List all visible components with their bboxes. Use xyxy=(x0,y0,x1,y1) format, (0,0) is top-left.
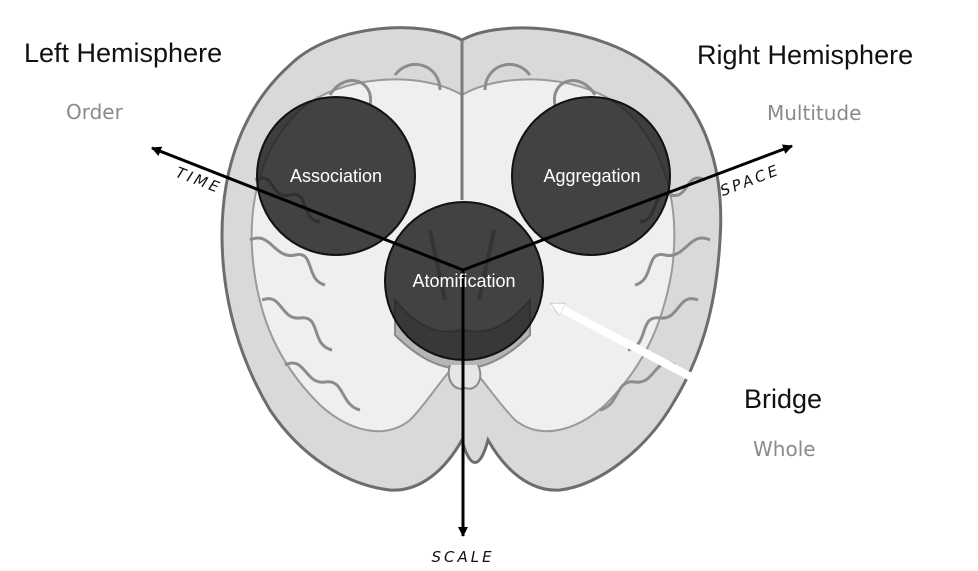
time-axis-label: TIME xyxy=(173,163,224,197)
atomification-label: Atomification xyxy=(412,271,515,291)
right-hemisphere-subtitle: Multitude xyxy=(767,101,861,125)
left-hemisphere-title: Left Hemisphere xyxy=(24,38,222,69)
association-label: Association xyxy=(290,166,382,186)
left-hemisphere-subtitle: Order xyxy=(66,100,123,124)
bridge-subtitle: Whole xyxy=(753,437,816,461)
bridge-title: Bridge xyxy=(744,384,822,415)
space-axis-label: SPACE xyxy=(718,161,783,200)
right-hemisphere-title: Right Hemisphere xyxy=(697,40,913,71)
aggregation-label: Aggregation xyxy=(543,166,640,186)
scale-axis-label: SCALE xyxy=(431,548,494,566)
